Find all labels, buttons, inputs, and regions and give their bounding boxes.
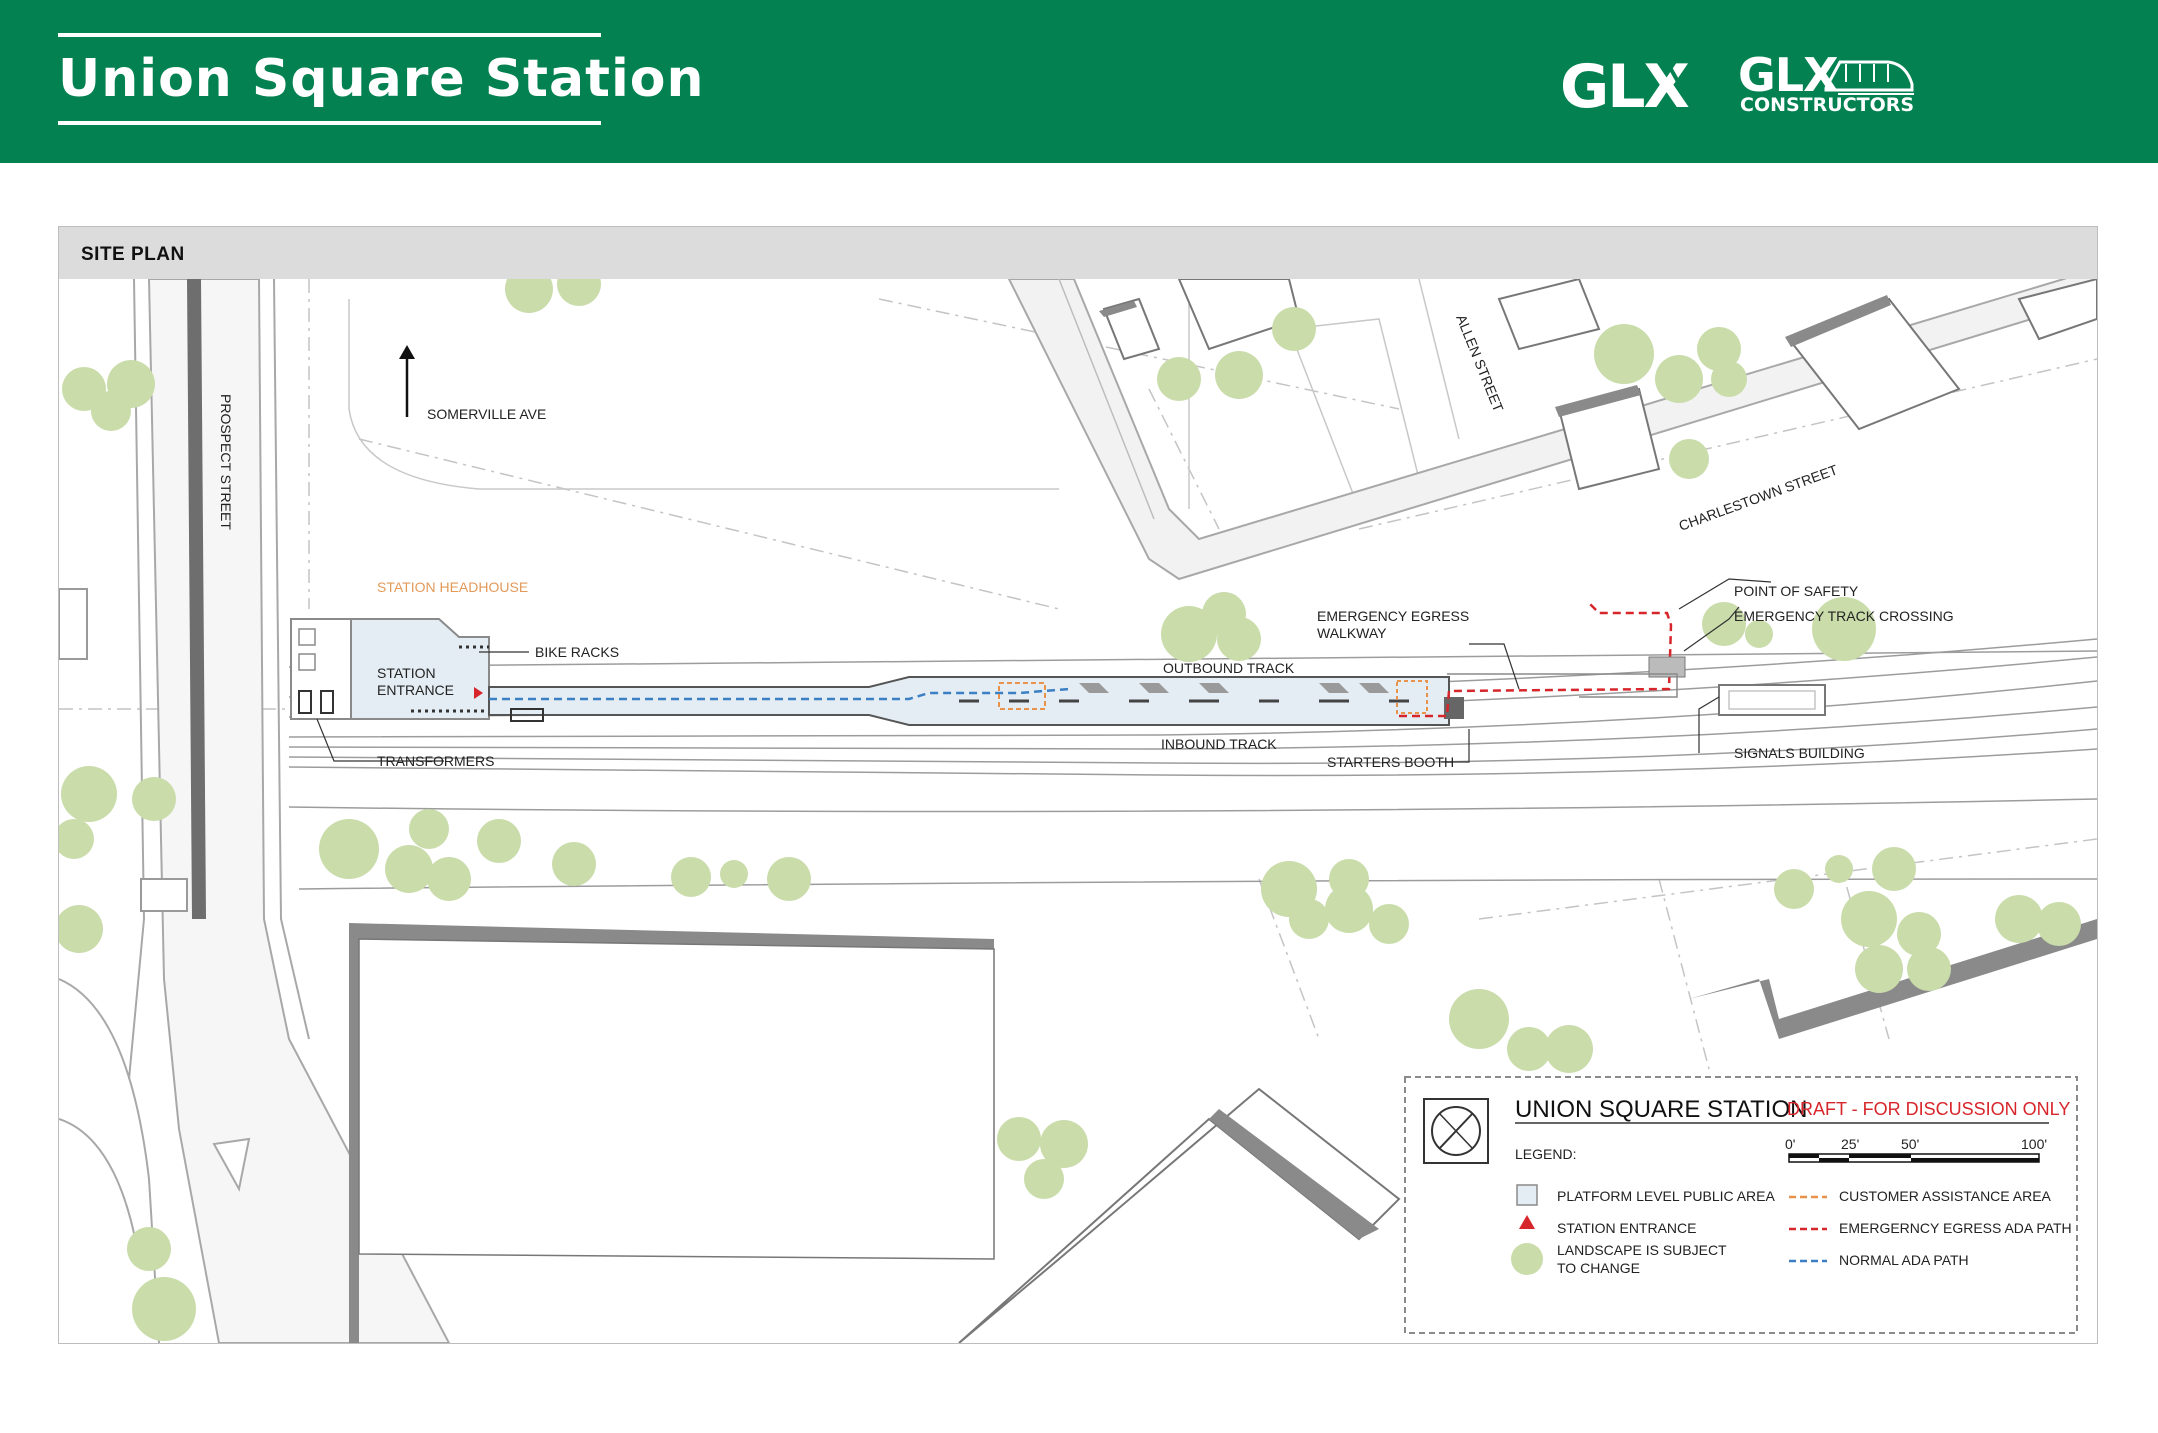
header-bar: Union Square Station GLX GLX CONSTRUCTOR… <box>0 0 2158 163</box>
legend-item-customer-area: CUSTOMER ASSISTANCE AREA <box>1839 1188 2052 1204</box>
glx-logo-text: GLX <box>1560 52 1690 122</box>
label-station-headhouse: STATION HEADHOUSE <box>377 579 528 595</box>
signals-building-inner <box>1728 690 1816 710</box>
legend-box: UNION SQUARE STATION DRAFT - FOR DISCUSS… <box>1404 1076 2078 1334</box>
wrench-icon <box>1666 63 1696 111</box>
legend-title: UNION SQUARE STATION <box>1515 1096 1807 1123</box>
legend-item-platform: PLATFORM LEVEL PUBLIC AREA <box>1557 1188 1776 1204</box>
north-arrow-head-icon <box>399 345 415 359</box>
scale-bar: 0' 25' 50' 100' <box>1785 1136 2047 1163</box>
scale-tick-50: 50' <box>1901 1136 1919 1152</box>
scale-tick-25: 25' <box>1841 1136 1859 1152</box>
glx-constructors-logo-bottom: CONSTRUCTORS <box>1740 94 1915 116</box>
prospect-street-road <box>59 279 451 1343</box>
label-inbound-track: INBOUND TRACK <box>1161 736 1277 752</box>
customer-assistance-area <box>998 682 1046 710</box>
landscape-trees <box>59 279 2081 1341</box>
panel-title: SITE PLAN <box>81 244 185 265</box>
buildings-north <box>1099 279 2097 491</box>
legend-draft-notice: DRAFT - FOR DISCUSSION ONLY <box>1787 1099 2070 1119</box>
signals-building <box>1718 684 1826 716</box>
label-starters-booth: STARTERS BOOTH <box>1327 754 1454 770</box>
legend-item-entrance: STATION ENTRANCE <box>1557 1220 1697 1236</box>
parking-lot-building <box>349 923 995 1343</box>
station-platform <box>488 676 1464 726</box>
legend-compass-icon <box>1431 1106 1481 1156</box>
legend-item-landscape-2: TO CHANGE <box>1557 1260 1640 1276</box>
train-icon <box>1824 60 1914 95</box>
label-emergency-egress-2: WALKWAY <box>1317 625 1387 641</box>
station-entrance-marker-icon <box>474 687 483 699</box>
label-somerville-ave: SOMERVILLE AVE <box>427 406 546 422</box>
entrance-triangle-icon <box>1519 1215 1535 1229</box>
egress-walkway-outline <box>1447 673 1678 698</box>
scale-tick-100: 100' <box>2021 1136 2047 1152</box>
title-frame: Union Square Station <box>58 33 704 125</box>
legend-item-egress: EMERGERNCY EGRESS ADA PATH <box>1839 1220 2072 1236</box>
buildings-south <box>958 919 2097 1343</box>
site-plan-map: SOMERVILLE AVE PROSPECT STREET ALLEN STR… <box>59 279 2097 1343</box>
label-prospect-street: PROSPECT STREET <box>218 394 234 530</box>
station-headhouse <box>290 618 490 720</box>
label-signals-building: SIGNALS BUILDING <box>1734 745 1865 761</box>
label-outbound-track: OUTBOUND TRACK <box>1163 660 1295 676</box>
glx-logo: GLX <box>1560 52 1710 122</box>
legend-item-ada: NORMAL ADA PATH <box>1839 1252 1969 1268</box>
label-station-entrance-1: STATION <box>377 665 436 681</box>
label-station-entrance-2: ENTRANCE <box>377 682 454 698</box>
glx-constructors-logo-top: GLX <box>1738 48 1839 102</box>
glx-constructors-logo: GLX CONSTRUCTORS <box>1738 50 1918 120</box>
page-title: Union Square Station <box>58 49 705 109</box>
label-bike-racks: BIKE RACKS <box>535 644 619 660</box>
site-plan-panel: SITE PLAN <box>58 226 2098 1344</box>
legend-item-landscape-1: LANDSCAPE IS SUBJECT <box>1557 1242 1727 1258</box>
emergency-track-crossing <box>1648 656 1686 678</box>
label-emergency-track-crossing: EMERGENCY TRACK CROSSING <box>1734 608 1954 624</box>
label-point-of-safety: POINT OF SAFETY <box>1734 583 1859 599</box>
platform-square-icon <box>1516 1184 1538 1206</box>
leader-lines <box>316 578 1772 763</box>
normal-ada-path <box>489 687 1070 701</box>
label-transformers: TRANSFORMERS <box>377 753 494 769</box>
label-emergency-egress-1: EMERGENCY EGRESS <box>1317 608 1469 624</box>
tree-icon <box>1511 1243 1543 1275</box>
panel-title-bar: SITE PLAN <box>59 227 2097 279</box>
scale-tick-0: 0' <box>1785 1136 1795 1152</box>
legend-label: LEGEND: <box>1515 1146 1576 1162</box>
